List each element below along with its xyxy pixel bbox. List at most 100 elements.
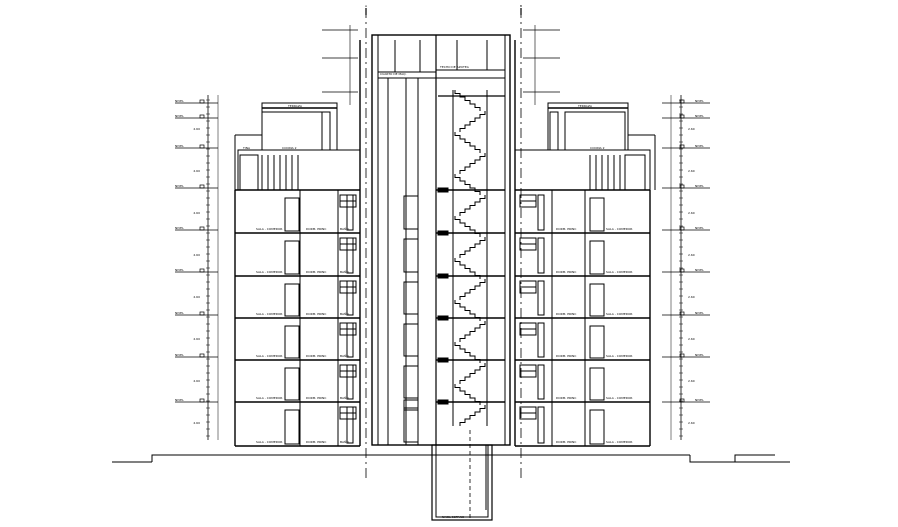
left-room-label-b: DORM. PRINC xyxy=(306,396,326,400)
right-top-fixture xyxy=(624,154,646,191)
left-level-marker xyxy=(199,398,205,403)
right-shaft xyxy=(537,194,545,231)
right-room-label-a: DORM. PRINC xyxy=(556,270,576,274)
right-penthouse-room xyxy=(564,111,626,151)
left-room-label-a: SALA - COMEDOR xyxy=(256,396,283,400)
core-landing-beam xyxy=(437,399,449,405)
pit-label: NIVEL SOTANO xyxy=(442,515,465,519)
right-door xyxy=(589,197,605,232)
left-level-marker xyxy=(199,268,205,273)
left-room-label-b: DORM. PRINC xyxy=(306,270,326,274)
right-room-label-a: DORM. PRINC xyxy=(556,227,576,231)
left-level-marker xyxy=(199,99,205,104)
left-level-marker xyxy=(199,226,205,231)
right-dim-text: 2.60 xyxy=(688,337,695,341)
right-top-room xyxy=(514,149,651,191)
right-level-label: NIVEL xyxy=(695,268,704,272)
left-level-label: NIVEL xyxy=(175,226,184,230)
left-door xyxy=(284,240,300,275)
structure-lines xyxy=(112,8,790,521)
left-shaft xyxy=(346,194,354,231)
left-room-label-c: BAÑO xyxy=(340,439,349,444)
left-room-label-c: BAÑO xyxy=(340,226,349,231)
left-level-label: NIVEL xyxy=(175,398,184,402)
left-top-room-b-label: TINA xyxy=(242,146,251,150)
right-room-label-a: DORM. PRINC xyxy=(556,312,576,316)
right-level-marker xyxy=(679,226,685,231)
right-dim-text: 2.60 xyxy=(688,253,695,257)
left-top-fixture xyxy=(239,154,259,191)
right-room-label-b: SALA - COMEDOR xyxy=(606,396,633,400)
right-room-label-a: DORM. PRINC xyxy=(556,440,576,444)
right-top-room-label: COCINA 2 xyxy=(590,146,605,150)
right-level-label: NIVEL xyxy=(695,226,704,230)
left-room-label-b: DORM. PRINC xyxy=(306,440,326,444)
right-dim-text: 2.60 xyxy=(688,127,695,131)
axis-marker-b: B xyxy=(520,4,522,8)
core-landing-beam xyxy=(437,273,449,279)
left-room-label-a: SALA - COMEDOR xyxy=(256,440,283,444)
core-stair-roof-slab xyxy=(435,69,506,79)
left-shaft xyxy=(346,406,354,444)
left-level-marker xyxy=(199,144,205,149)
left-room-label-a: SALA - COMEDOR xyxy=(256,354,283,358)
left-level-label: NIVEL xyxy=(175,144,184,148)
left-level-marker xyxy=(199,114,205,119)
right-shaft xyxy=(537,322,545,358)
left-room-label-b: DORM. PRINC xyxy=(306,312,326,316)
left-roof-label: TERRAZA xyxy=(287,104,303,108)
core-landing-beam xyxy=(437,230,449,236)
right-door xyxy=(589,409,605,445)
right-level-marker xyxy=(679,144,685,149)
left-level-label: NIVEL xyxy=(175,99,184,103)
core-landing-beam xyxy=(437,357,449,363)
stair-flight xyxy=(454,174,481,195)
left-room-label-a: SALA - COMEDOR xyxy=(256,227,283,231)
left-level-label: NIVEL xyxy=(175,184,184,188)
right-room-label-b: SALA - COMEDOR xyxy=(606,440,633,444)
left-penthouse xyxy=(261,102,338,151)
right-roof-label: TERRAZA xyxy=(577,104,593,108)
right-door xyxy=(589,367,605,401)
stair-flight xyxy=(459,363,486,384)
left-dim-text: 2.60 xyxy=(193,253,200,257)
left-door xyxy=(284,283,300,317)
right-shaft xyxy=(537,237,545,274)
left-door xyxy=(284,367,300,401)
left-level-marker xyxy=(199,353,205,358)
right-room-label-b: SALA - COMEDOR xyxy=(606,312,633,316)
right-dim-text: 2.60 xyxy=(688,295,695,299)
right-room-label-b: SALA - COMEDOR xyxy=(606,354,633,358)
right-level-marker xyxy=(679,184,685,189)
left-room-label-a: SALA - COMEDOR xyxy=(256,270,283,274)
axis-marker-a: A xyxy=(365,4,368,8)
left-room-label-a: SALA - COMEDOR xyxy=(256,312,283,316)
right-shaft xyxy=(537,280,545,316)
left-shaft xyxy=(346,280,354,316)
stair-flight xyxy=(459,279,486,300)
left-dim-text: 2.60 xyxy=(193,295,200,299)
right-shaft xyxy=(537,406,545,444)
right-room-label-b: SALA - COMEDOR xyxy=(606,227,633,231)
left-room-label-c: BAÑO xyxy=(340,269,349,274)
right-level-label: NIVEL xyxy=(695,398,704,402)
left-penthouse-door xyxy=(321,111,331,151)
stair-flight xyxy=(454,90,481,111)
left-dim-text: 2.60 xyxy=(193,169,200,173)
stair-flight xyxy=(459,237,486,258)
left-room-label-b: DORM. PRINC xyxy=(306,227,326,231)
right-level-label: NIVEL xyxy=(695,353,704,357)
left-level-marker xyxy=(199,184,205,189)
left-top-room xyxy=(237,149,361,191)
left-dim-text: 2.60 xyxy=(193,337,200,341)
left-level-marker xyxy=(199,311,205,316)
right-shaft xyxy=(537,364,545,400)
right-penthouse xyxy=(547,102,629,151)
left-level-label: NIVEL xyxy=(175,311,184,315)
left-top-room-label: COCINA 2 xyxy=(282,146,297,150)
right-level-marker xyxy=(679,398,685,403)
right-door xyxy=(589,240,605,275)
right-level-label: NIVEL xyxy=(695,184,704,188)
left-room-label-c: BAÑO xyxy=(340,353,349,358)
